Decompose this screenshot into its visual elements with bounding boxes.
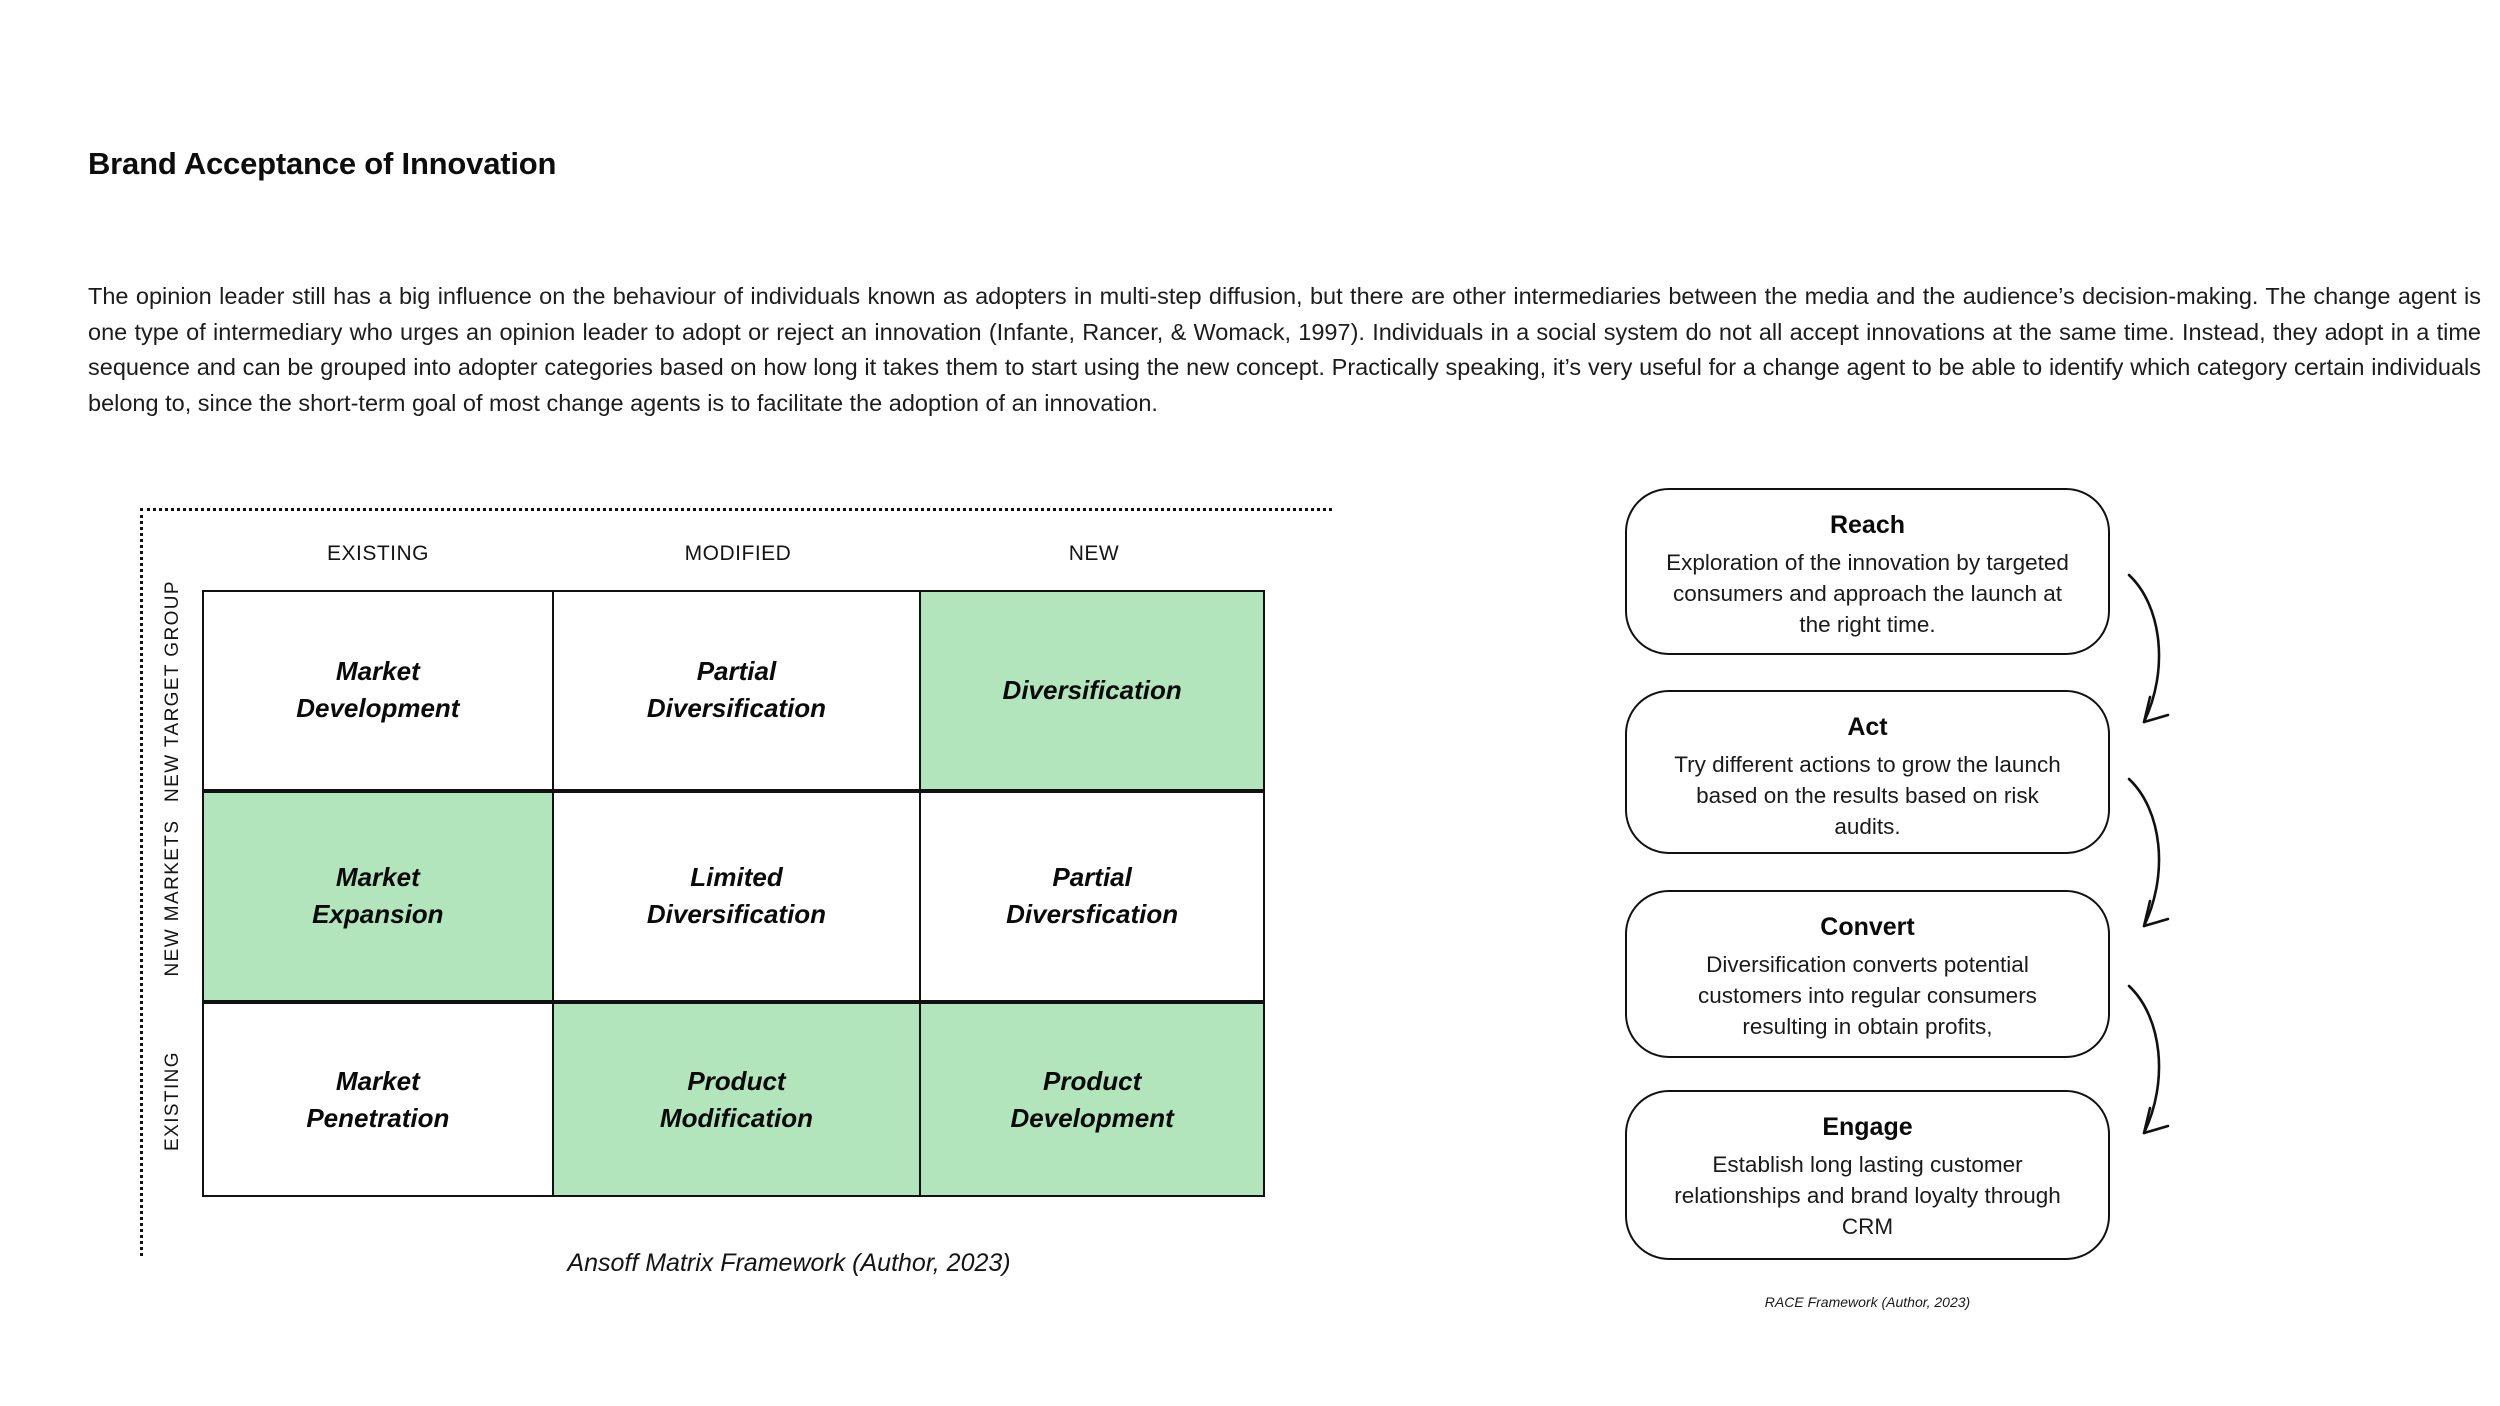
race-step-description: Establish long lasting customer relation…	[1674, 1152, 2061, 1239]
race-step-description: Exploration of the innovation by targete…	[1666, 550, 2069, 637]
curved-arrow-down-icon	[2127, 777, 2170, 928]
matrix-cell-market-expansion: Market Expansion	[204, 792, 554, 1005]
race-step-title: Convert	[1820, 913, 1915, 941]
matrix-cell-product-development: Product Development	[921, 1004, 1263, 1195]
curved-arrow-down-icon	[2127, 573, 2170, 724]
ansoff-caption: Ansoff Matrix Framework (Author, 2023)	[567, 1249, 1011, 1277]
race-step-description: Try different actions to grow the launch…	[1674, 752, 2061, 839]
race-step-title: Act	[1847, 713, 1888, 741]
matrix-cell-limited-diversification: Limited Diversification	[553, 792, 922, 1005]
row-header-existing: EXISTING	[162, 1051, 183, 1151]
ansoff-grid: Market Development Partial Diversificati…	[202, 590, 1265, 1197]
matrix-cell-market-penetration: Market Penetration	[204, 1004, 554, 1195]
matrix-cell-partial-diversfication: Partial Diversfication	[921, 793, 1263, 1005]
race-step-title: Reach	[1829, 511, 1906, 539]
matrix-cell-diversification: Diversification	[921, 592, 1263, 793]
column-header-new: NEW	[1068, 542, 1120, 565]
matrix-cell-product-modification: Product Modification	[553, 1004, 922, 1195]
race-caption: RACE Framework (Author, 2023)	[1764, 1294, 1971, 1310]
matrix-cell-market-development: Market Development	[204, 592, 554, 793]
dotted-frame-border	[140, 508, 1332, 1256]
column-header-existing: EXISTING	[326, 542, 430, 565]
matrix-cell-partial-diversification: Partial Diversification	[553, 592, 922, 793]
race-step-description: Diversification converts potential custo…	[1698, 952, 2037, 1039]
row-header-new-target-group: NEW TARGET GROUP	[162, 580, 183, 802]
race-step-engage: Engage Establish long lasting customer r…	[1625, 1090, 2110, 1260]
race-step-title: Engage	[1822, 1113, 1913, 1141]
column-header-modified: MODIFIED	[684, 542, 792, 565]
race-step-act: Act Try different actions to grow the la…	[1625, 690, 2110, 854]
intro-paragraph: The opinion leader still has a big influ…	[88, 283, 2481, 416]
curved-arrow-down-icon	[2127, 984, 2170, 1135]
page-title: Brand Acceptance of Innovation	[88, 146, 557, 181]
race-step-convert: Convert Diversification converts potenti…	[1625, 890, 2110, 1058]
race-step-reach: Reach Exploration of the innovation by t…	[1625, 488, 2110, 655]
